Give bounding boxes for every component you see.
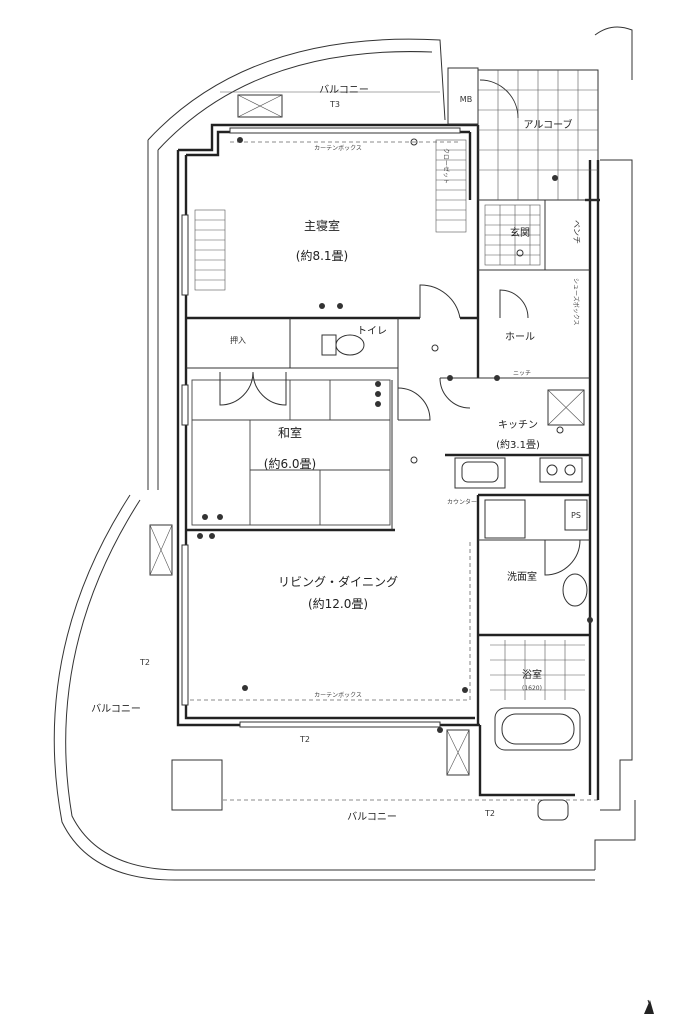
balcony-outline [53,26,636,881]
counter-label: カウンター [447,498,477,506]
japanese-room-size: (約6.0畳) [264,456,316,471]
bench-label: ベンチ [572,220,581,244]
shoes-box-label: シューズボックス [572,278,580,326]
labels: 主寝室 (約8.1畳) 和室 (約6.0畳) リビング・ダイニング (約12.0… [91,84,581,823]
north-arrow-icon [644,999,654,1014]
balcony-left-label: バルコニー [91,703,141,715]
balcony-top-label: バルコニー [319,84,369,96]
entrance-name: 玄関 [510,226,530,239]
kitchen-name: キッチン [498,419,538,431]
japanese-room-name: 和室 [278,425,302,440]
balcony-bottom-label: バルコニー [347,811,397,823]
master-bedroom-size: (約8.1畳) [296,248,348,263]
electrical-symbols [197,137,593,733]
mb-label: MB [460,95,472,104]
curtain-box-bottom: カーテンボックス [314,691,362,699]
alcove-tiles [447,67,599,266]
bathroom-size: (1620) [522,685,542,692]
t2-left-marker: T2 [139,658,150,667]
alcove-name: アルコーブ [523,118,572,131]
living-dining-name: リビング・ダイニング [278,574,398,589]
bathroom-name: 浴室 [522,668,542,681]
living-dining-size: (約12.0畳) [308,596,368,611]
hall-name: ホール [505,331,535,343]
tatami-grid [191,379,391,526]
master-bedroom-name: 主寝室 [304,218,340,233]
t3-marker: T3 [329,100,340,109]
fixtures [321,334,588,751]
storage-label: 押入 [230,335,246,345]
kitchen-size: (約3.1畳) [496,438,540,451]
curtain-box-top: カーテンボックス [314,144,362,152]
exterior-walls [176,123,600,800]
washroom-name: 洗面室 [507,570,537,583]
doors [219,79,581,576]
toilet-name: トイレ [357,326,387,337]
t2-mid-marker: T2 [299,735,310,744]
windows [181,127,471,728]
closet-label: クローゼット [442,148,450,184]
ac-units [149,94,569,821]
niche-label: ニッチ [513,370,531,377]
closet-hatching [194,139,467,291]
interior-walls [186,199,590,725]
t2-right-marker: T2 [484,809,495,818]
ps-label: PS [571,511,581,520]
